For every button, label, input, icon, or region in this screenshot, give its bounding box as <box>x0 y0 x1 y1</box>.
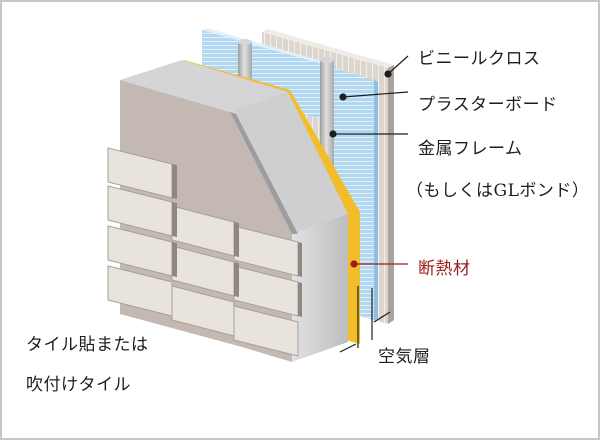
leader-lines <box>329 55 409 138</box>
tile-blocks <box>107 147 299 357</box>
label-tile-line2: 吹付けタイル <box>26 375 131 395</box>
label-insulation: 断熱材 <box>418 259 471 279</box>
label-tile-line1: タイル貼または <box>26 335 149 355</box>
label-plaster-board: プラスターボード <box>418 95 558 115</box>
air-layer-dimension <box>339 286 391 353</box>
label-metal-frame: 金属フレーム <box>418 139 523 159</box>
label-vinyl-cloth: ビニールクロス <box>418 49 541 69</box>
label-metal-frame-alt: （もしくはGLボンド） <box>406 181 590 201</box>
tile-shadows <box>172 164 302 317</box>
insulation-leader <box>350 260 408 268</box>
label-air-layer: 空気層 <box>378 347 431 367</box>
